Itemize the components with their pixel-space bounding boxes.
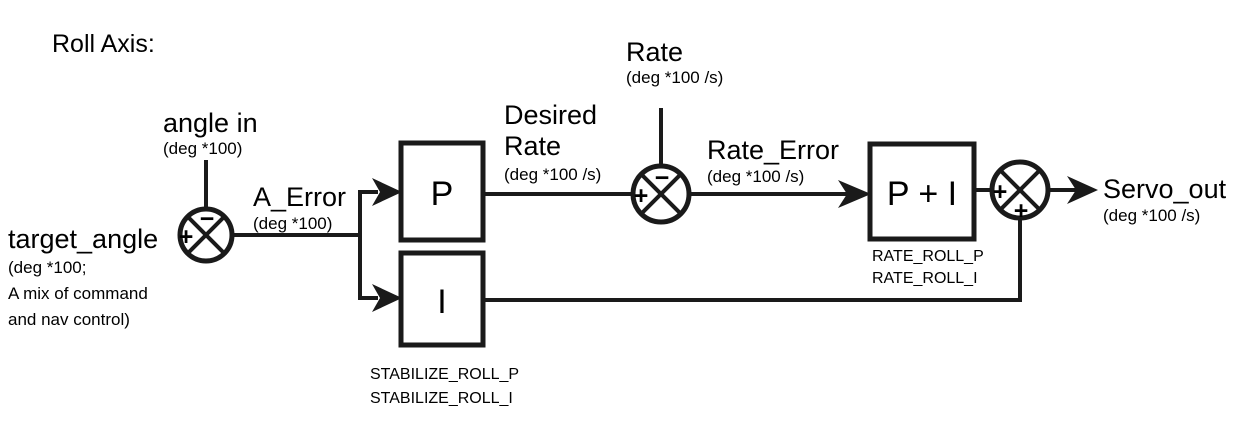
rate-pi-block[interactable] (867, 141, 977, 242)
arrowhead-into-p-block (372, 178, 402, 206)
servo-out-label: Servo_out (1103, 174, 1227, 204)
stabilize-params-line-2: STABILIZE_ROLL_I (370, 390, 513, 407)
rate-sum-sign-top: − (655, 164, 670, 192)
arrowhead-servo-out (1067, 176, 1098, 204)
rate-error-summing-junction: + − (630, 163, 692, 225)
output-sum-cross-b (998, 168, 1042, 212)
stabilize-p-block[interactable] (398, 140, 486, 243)
output-sum-sign-left: + (993, 178, 1008, 206)
output-sum-sign-bottom: + (1014, 197, 1029, 225)
servo-output-summing-junction: + + (989, 159, 1051, 225)
wire-a-error-to-p (358, 190, 378, 235)
stabilize-p-block-label: P (431, 175, 454, 213)
angle-in-label: angle in (163, 108, 258, 138)
wire-a-error-to-i (358, 235, 378, 300)
desired-rate-unit: (deg *100 /s) (504, 165, 601, 184)
servo-out-unit: (deg *100 /s) (1103, 206, 1200, 225)
rate-sum-cross-b (639, 172, 683, 216)
page-title: Roll Axis: (52, 30, 155, 58)
rate-error-unit: (deg *100 /s) (707, 167, 804, 186)
stabilize-i-block[interactable] (398, 250, 486, 348)
wire-stabilize-i-to-output-sum (483, 218, 1022, 302)
stabilize-i-block-label: I (437, 283, 446, 321)
rate-sum-sign-left: + (634, 182, 649, 210)
target-angle-unit-line-2: A mix of command (8, 284, 148, 303)
rate-params-line-1: RATE_ROLL_P (872, 248, 984, 265)
angle-in-unit: (deg *100) (163, 139, 242, 158)
stabilize-params-line-1: STABILIZE_ROLL_P (370, 366, 519, 383)
arrowhead-into-i-block (372, 284, 402, 312)
rate-params-line-2: RATE_ROLL_I (872, 270, 978, 287)
desired-rate-label-line-2: Rate (504, 131, 561, 161)
rate-unit: (deg *100 /s) (626, 68, 723, 87)
angle-sum-sign-top: − (200, 205, 215, 233)
a-error-unit: (deg *100) (253, 214, 332, 233)
target-angle-label: target_angle (8, 224, 158, 254)
arrowhead-into-rate-pi-block (838, 180, 871, 208)
a-error-label: A_Error (253, 182, 346, 212)
desired-rate-label-line-1: Desired (504, 100, 597, 130)
rate-label: Rate (626, 37, 683, 67)
target-angle-unit-line-3: and nav control) (8, 310, 130, 329)
target-angle-unit-line-1: (deg *100; (8, 258, 86, 277)
rate-pi-block-label: P + I (887, 175, 957, 213)
rate-error-label: Rate_Error (707, 135, 839, 165)
angle-sum-sign-left: + (179, 223, 194, 251)
angle-sum-cross-b (186, 215, 226, 255)
angle-error-summing-junction: + − (177, 205, 235, 264)
